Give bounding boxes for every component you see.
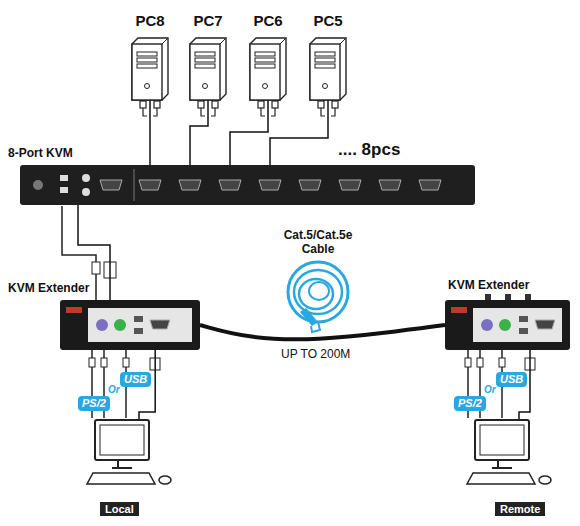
pc-tower-shape	[250, 38, 286, 100]
device-label: KVM Extender	[8, 281, 89, 295]
device-label: PC5	[298, 12, 358, 29]
cable	[149, 100, 151, 165]
pc-tower: PC8	[132, 38, 168, 100]
remote-computer: Remote	[465, 420, 555, 490]
local-computer: Local	[85, 420, 175, 490]
port-badge: PS/2	[454, 396, 486, 411]
pc-tower: PC5	[310, 38, 346, 100]
device-label: 8-Port KVM	[8, 146, 73, 160]
kvm-switch-shape	[20, 165, 475, 205]
cable	[270, 100, 328, 165]
device-label: KVM Extender	[448, 278, 529, 292]
or-note: Or	[484, 384, 496, 396]
pc-tower: PC6	[250, 38, 286, 100]
port-badge: USB	[496, 372, 527, 387]
device-label: PC8	[120, 12, 180, 29]
device-label: PC7	[178, 12, 238, 29]
port-badge: PS/2	[78, 396, 110, 411]
cable	[190, 100, 208, 165]
kvm-switch: 8-Port KVM	[20, 165, 475, 205]
pc-tower-shape	[310, 38, 346, 100]
local-plugs	[89, 358, 160, 370]
count-note: .... 8pcs	[338, 140, 400, 160]
cat5-cable	[200, 325, 445, 339]
cable-label: Cat.5/Cat.5e Cable	[276, 228, 360, 257]
pc-plugs	[140, 101, 338, 108]
remote-plugs	[465, 358, 535, 370]
kvm-extender: KVM Extender	[445, 300, 570, 350]
local-computer-shape	[85, 420, 175, 490]
remote-computer-shape	[465, 420, 555, 490]
kvm-extender-shape	[60, 300, 200, 350]
kvm-extender-shape	[445, 300, 570, 350]
usb-plug	[92, 262, 100, 274]
pc-tower: PC7	[190, 38, 226, 100]
device-label: PC6	[238, 12, 298, 29]
pc-extra-cables	[143, 108, 335, 116]
location-tag: Remote	[495, 502, 545, 516]
or-note: Or	[108, 384, 120, 396]
edge-label: UP TO 200M	[278, 347, 353, 361]
cable	[230, 100, 268, 165]
kvm-extender: KVM Extender	[60, 300, 200, 350]
location-tag: Local	[100, 502, 139, 516]
pc-tower-shape	[132, 38, 168, 100]
cable-coil	[288, 262, 348, 332]
port-badge: USB	[120, 372, 151, 387]
pc-tower-shape	[190, 38, 226, 100]
